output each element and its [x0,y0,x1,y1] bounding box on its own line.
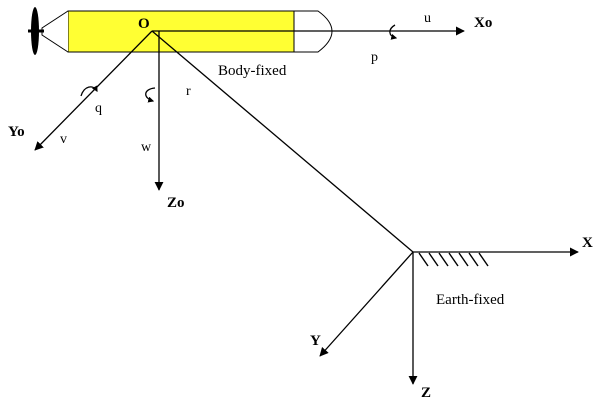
origin-label: O [138,16,150,32]
body-y-label: Yo [8,124,25,140]
earth-frame-label: Earth-fixed [436,292,505,308]
velocity-w-label: w [141,140,152,155]
rotation-q-arrow [80,85,98,97]
body-frame-label: Body-fixed [218,63,287,79]
angular-p-label: p [371,50,378,65]
vehicle-tail-cone [41,10,69,53]
rotation-p-arrow [389,24,398,40]
propeller-icon [28,7,44,55]
rotation-r-arrow [145,87,156,103]
angular-r-label: r [186,84,191,99]
angular-q-label: q [95,101,102,116]
ground-hatch-icon [418,252,489,267]
velocity-u-label: u [424,11,431,26]
velocity-v-label: v [60,132,67,147]
position-vector-line [151,30,414,253]
body-x-label: Xo [474,15,492,31]
body-z-label: Zo [167,195,185,211]
earth-axes [319,247,579,385]
earth-z-label: Z [421,385,431,400]
rotation-arrow-icon [80,24,398,103]
earth-y-label: Y [310,333,321,349]
earth-x-label: X [582,235,593,251]
earth-y-axis [319,251,414,357]
